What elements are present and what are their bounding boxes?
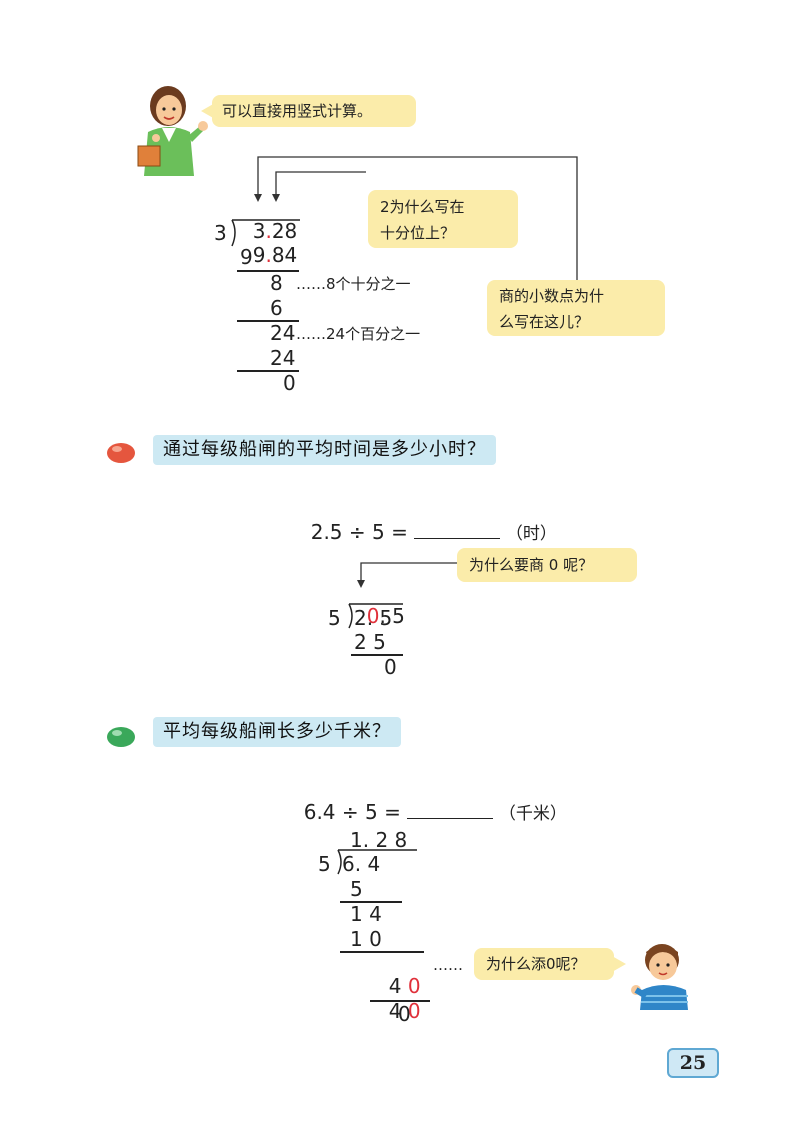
rule-line [237,270,299,272]
bubble-tenths-question: 2为什么写在 十分位上？ [368,190,518,248]
equation-unit: （千米） [498,804,567,824]
bubble-point-line-1: 商的小数点为什 [499,287,605,305]
dividend-digits: 84 [271,243,298,267]
rule-line [370,1000,430,1002]
equation-text: 6.4 ÷ 5 = [303,800,401,824]
question2-banner: 平均每级船闸长多少千米？ [153,717,401,747]
green-ball-icon [107,727,135,747]
quotient-digits: 28 [271,219,298,243]
speech-tail [612,956,626,972]
q2-step-4: 4 0 [376,953,421,997]
top-dividend: 9.84 [240,222,298,267]
equation-unit: （时） [505,524,557,544]
answer-blank[interactable] [406,800,493,819]
rule-line [237,320,299,322]
division-bracket-q2 [337,849,417,875]
note-hundredths: ……24个百分之一 [296,325,421,343]
q2-step-5: 4 0 [376,978,421,1022]
q1-quotient: 0. 5 [354,583,405,627]
rule-line [340,951,424,953]
bubble-quotient-zero: 为什么要商 0 呢？ [457,548,637,582]
top-quotient: 3.28 [240,198,298,243]
q1-divisor: 5 [328,606,341,630]
q2-step-6: 0 [398,1002,411,1026]
quotient-digit: 3 [252,219,266,243]
quotient-point: . [265,219,272,243]
top-divisor: 3 [214,221,227,245]
quotient-rest: . 5 [379,604,405,628]
quotient-zero: 0 [366,604,380,628]
rule-line [351,654,403,656]
question2-text: 平均每级船闸长多少千米？ [163,721,391,742]
top-step-1: 9 [240,245,253,269]
step-digit: 4 [388,974,402,998]
bubble-point-line-2: 么写在这儿？ [499,313,590,331]
question1-banner: 通过每级船闸的平均时间是多少小时？ [153,435,496,465]
added-zero: 0 [407,974,421,998]
bubble-tenths-line-1: 2为什么写在 [380,198,465,216]
arrow-lines-q1 [348,562,457,629]
q2-dots: …… [433,956,463,974]
red-ball-icon [107,443,135,463]
note-tenths: ……8个十分之一 [296,275,411,293]
q2-step-1: 5 [350,877,363,901]
q1-dividend: 2. 5 [354,606,393,630]
bubble-point-question: 商的小数点为什 么写在这儿？ [487,280,665,336]
q2-quotient: 1. 2 8 [350,828,408,852]
top-step-3: 6 [270,296,283,320]
top-step-2: 8 [270,271,283,295]
q1-step-2: 0 [384,655,397,679]
page-number: 25 [667,1048,719,1078]
rule-line [237,370,299,372]
teacher-speech-bubble: 可以直接用竖式计算。 [212,95,416,127]
q2-dividend: 6. 4 [342,852,381,876]
boy-illustration [631,944,688,1010]
teacher-illustration [137,86,208,176]
bubble-quotient-zero-text: 为什么要商 0 呢？ [469,556,594,574]
top-step-5: 24 [270,346,296,370]
bubble-tenths-line-2: 十分位上？ [380,224,456,242]
speech-tail [201,103,215,119]
equation-text: 2.5 ÷ 5 = [310,520,408,544]
question2-equation: 6.4 ÷ 5 = （千米） [291,776,567,826]
dividend-point: . [265,243,272,267]
step-zero: 0 [407,999,421,1023]
q2-step-3: 1 0 [350,927,382,951]
rule-line [340,901,402,903]
question1-text: 通过每级船闸的平均时间是多少小时？ [163,439,486,460]
top-step-4: 24 [270,321,296,345]
bubble-add-zero-text: 为什么添0呢？ [486,955,586,973]
question1-equation: 2.5 ÷ 5 = （时） [298,496,557,546]
top-step-6: 0 [283,371,296,395]
step-digit: 4 [388,999,402,1023]
arrow-lines-top [231,156,578,282]
q2-step-2: 1 4 [350,902,382,926]
dividend-digit: 9 [252,243,266,267]
teacher-speech-text: 可以直接用竖式计算。 [222,102,373,120]
q2-divisor: 5 [318,852,331,876]
q1-step-1: 2 5 [354,630,386,654]
bubble-add-zero: 为什么添0呢？ [474,948,614,980]
answer-blank[interactable] [413,520,500,539]
